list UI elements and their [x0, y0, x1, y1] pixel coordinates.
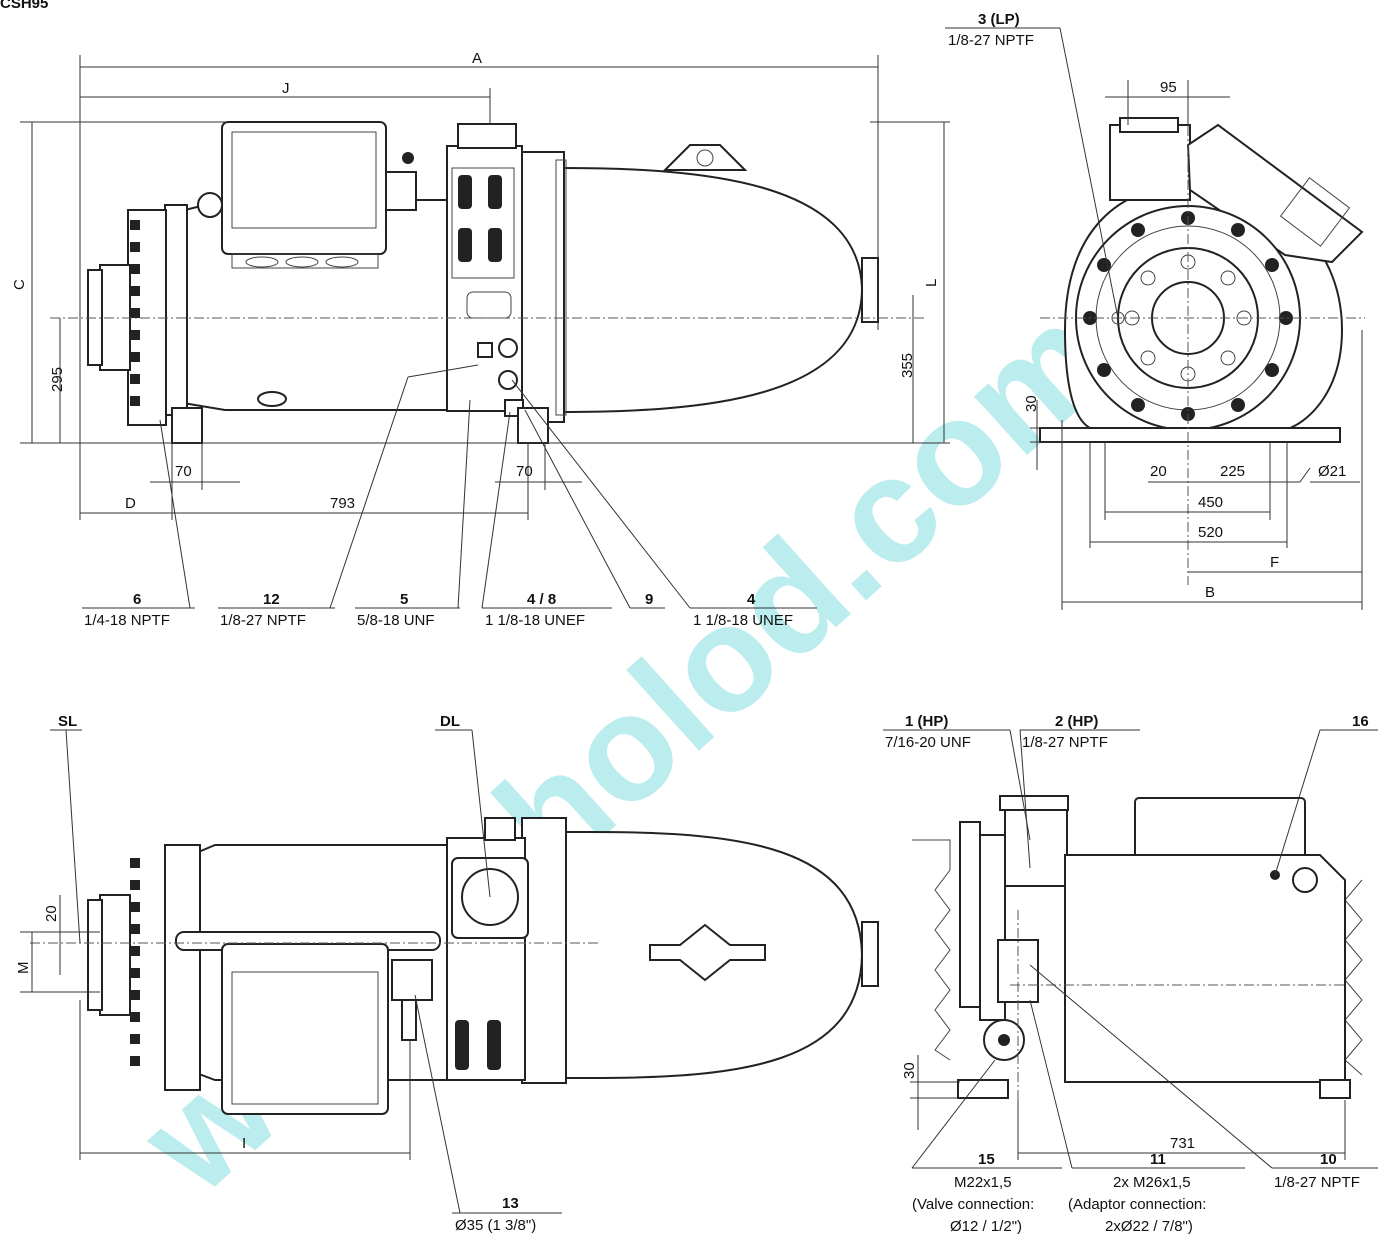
callout-4-8-num: 4 / 8 [527, 591, 556, 608]
dim-20b: 20 [43, 905, 60, 922]
rear-view [912, 795, 1363, 1100]
callouts-view3: SL DL 13 Ø35 (1 3/8") [50, 713, 562, 1234]
callout-11-note2: 2xØ22 / 7/8") [1105, 1218, 1193, 1235]
dim-A: A [472, 50, 482, 67]
dim-30a: 30 [1023, 395, 1040, 412]
callout-10-spec: 1/8-27 NPTF [1274, 1174, 1360, 1191]
dim-70b: 70 [516, 463, 533, 480]
dim-731: 731 [1170, 1135, 1195, 1152]
callout-6-num: 6 [133, 591, 141, 608]
callout-3-spec: 1/8-27 NPTF [948, 32, 1034, 49]
callout-13-num: 13 [502, 1195, 519, 1212]
callout-15-note1: (Valve connection: [912, 1196, 1034, 1213]
model-title: CSH95 [0, 0, 48, 12]
callout-9-num: 9 [645, 591, 653, 608]
callout-4-spec: 1 1/8-18 UNEF [693, 612, 793, 629]
dim-450: 450 [1198, 494, 1223, 511]
dim-B: B [1205, 584, 1215, 601]
callout-11-spec: 2x M26x1,5 [1113, 1174, 1191, 1191]
dimensions-view2: 95 30 20 225 Ø21 450 520 F B [1023, 79, 1363, 610]
callout-1-num: 1 (HP) [905, 713, 948, 730]
callout-4-num: 4 [747, 591, 756, 608]
dim-J: J [282, 80, 290, 97]
callouts-view1: 6 1/4-18 NPTF 12 1/8-27 NPTF 5 5/8-18 UN… [82, 364, 817, 629]
dim-225: 225 [1220, 463, 1245, 480]
callout-SL: SL [58, 713, 77, 730]
callout-3-num: 3 (LP) [978, 11, 1020, 28]
callout-16-num: 16 [1352, 713, 1369, 730]
dim-355: 355 [899, 353, 916, 378]
dimensions-view3: 20 M I [15, 895, 411, 1160]
dim-30b: 30 [901, 1062, 918, 1079]
side-view-bottom [30, 817, 879, 1115]
callout-3: 3 (LP) 1/8-27 NPTF [945, 11, 1119, 319]
dimensions-view4: 30 731 [901, 1055, 1346, 1160]
callout-4-8-spec: 1 1/8-18 UNEF [485, 612, 585, 629]
callout-10-num: 10 [1320, 1151, 1337, 1168]
end-view [1039, 90, 1365, 585]
callout-13-spec: Ø35 (1 3/8") [455, 1217, 536, 1234]
dim-95: 95 [1160, 79, 1177, 96]
callout-12-spec: 1/8-27 NPTF [220, 612, 306, 629]
callout-2-num: 2 (HP) [1055, 713, 1098, 730]
dim-70a: 70 [175, 463, 192, 480]
dim-C: C [11, 279, 28, 290]
callout-DL: DL [440, 713, 460, 730]
dim-L: L [923, 279, 940, 287]
dimensions-view1: A J C 295 L 355 70 D 793 70 [11, 50, 950, 520]
callouts-view4: 1 (HP) 7/16-20 UNF 2 (HP) 1/8-27 NPTF 16… [883, 713, 1378, 1235]
callout-1-spec: 7/16-20 UNF [885, 734, 971, 751]
dim-D: D [125, 495, 136, 512]
dim-F: F [1270, 554, 1279, 571]
dim-20a: 20 [1150, 463, 1167, 480]
callout-11-note1: (Adaptor connection: [1068, 1196, 1206, 1213]
side-view-top [50, 121, 925, 444]
dim-520: 520 [1198, 524, 1223, 541]
dim-d21: Ø21 [1318, 463, 1346, 480]
dim-M: M [15, 962, 32, 975]
callout-5-num: 5 [400, 591, 408, 608]
dim-I: I [242, 1135, 246, 1152]
callout-2-spec: 1/8-27 NPTF [1022, 734, 1108, 751]
dim-295: 295 [49, 367, 66, 392]
callout-11-num: 11 [1150, 1151, 1166, 1168]
callout-15-note2: Ø12 / 1/2") [950, 1218, 1022, 1235]
callout-5-spec: 5/8-18 UNF [357, 612, 435, 629]
callout-6-spec: 1/4-18 NPTF [84, 612, 170, 629]
callout-12-num: 12 [263, 591, 280, 608]
dim-793: 793 [330, 495, 355, 512]
callout-15-num: 15 [978, 1151, 995, 1168]
callout-15-spec: M22x1,5 [954, 1174, 1012, 1191]
